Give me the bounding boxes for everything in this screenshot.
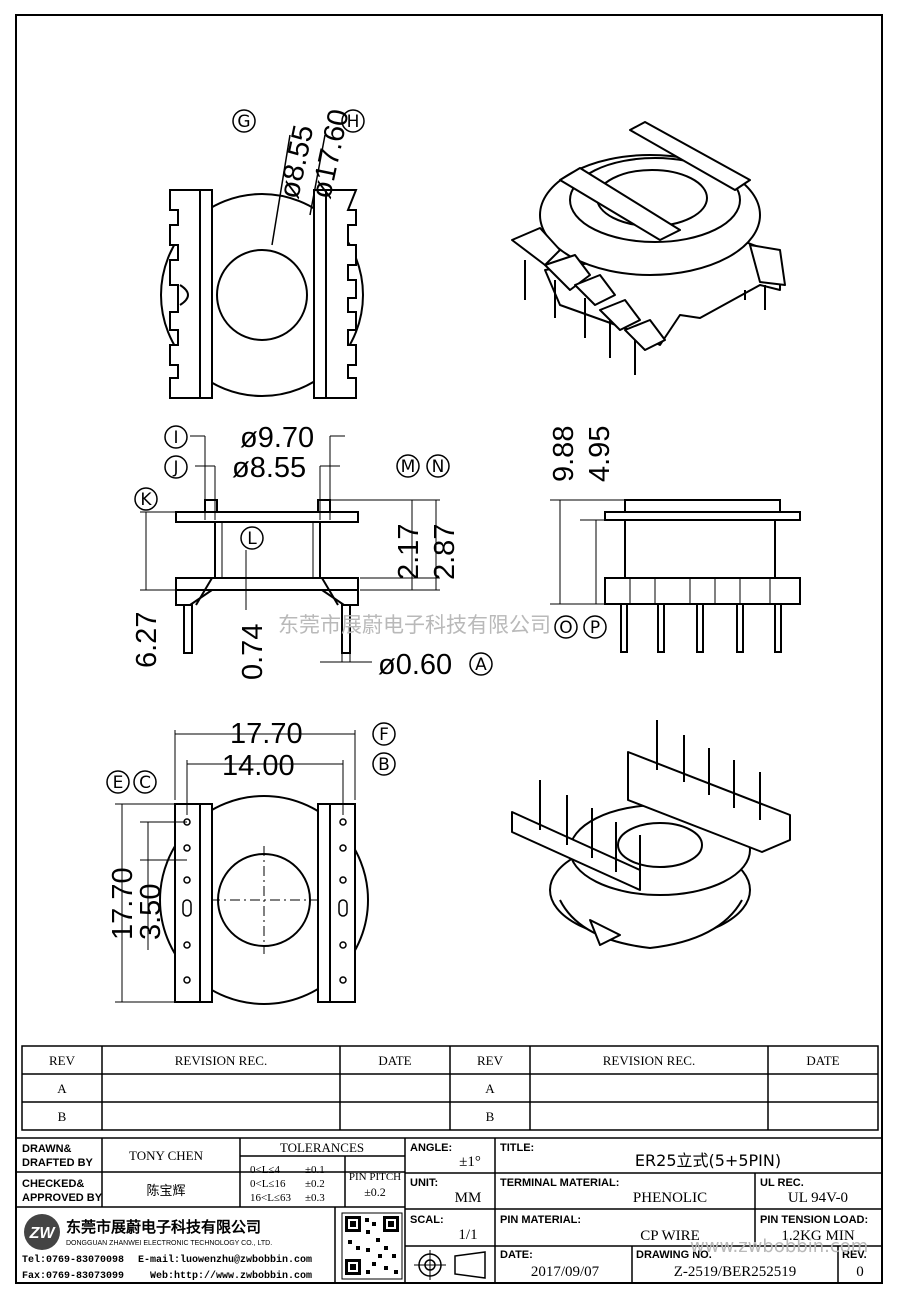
tol-range-2: 0<L≤16 bbox=[250, 1178, 286, 1190]
rev-header-2: REV bbox=[477, 1053, 504, 1068]
terminal-material-value: PHENOLIC bbox=[633, 1190, 707, 1206]
rev-label: REV. bbox=[842, 1249, 867, 1261]
angle-value: ±1° bbox=[459, 1154, 481, 1170]
unit-value: MM bbox=[455, 1190, 482, 1206]
marker-g: G bbox=[237, 112, 250, 132]
fax-line: Fax:0769-83073099 bbox=[22, 1271, 124, 1282]
rev-row-a-right: A bbox=[485, 1081, 495, 1096]
revrec-header-2: REVISION REC. bbox=[603, 1053, 695, 1068]
watermark-url: www.zwbobbin.com bbox=[690, 1236, 868, 1257]
front-view bbox=[550, 499, 801, 653]
web-line: Web:http://www.zwbobbin.com bbox=[150, 1270, 312, 1282]
dim-d060: ø0.60 bbox=[378, 649, 452, 681]
tol-range-3: 16<L≤63 bbox=[250, 1192, 291, 1204]
scale-value: 1/1 bbox=[458, 1227, 477, 1243]
pin-material-label: PIN MATERIAL: bbox=[500, 1214, 581, 1226]
projection-symbol bbox=[414, 1250, 486, 1280]
dim-d350: 3.50 bbox=[135, 884, 167, 940]
marker-c: C bbox=[139, 773, 151, 793]
rev-row-a-left: A bbox=[57, 1081, 67, 1096]
pin-tension-label: PIN TENSION LOAD: bbox=[760, 1214, 868, 1226]
tol-value-2: ±0.2 bbox=[305, 1178, 325, 1190]
watermark-company: 东莞市展蔚电子科技有限公司 bbox=[278, 613, 551, 637]
dim-d627: 6.27 bbox=[131, 612, 163, 668]
marker-m: M bbox=[401, 457, 416, 477]
angle-label: ANGLE: bbox=[410, 1142, 452, 1154]
ul-value: UL 94V-0 bbox=[788, 1190, 848, 1206]
dim-d970: ø9.70 bbox=[240, 422, 314, 454]
dim-d1770h: 17.70 bbox=[107, 867, 139, 940]
checked-label-line2: APPROVED BY bbox=[22, 1192, 103, 1204]
date-header-2: DATE bbox=[806, 1053, 839, 1068]
pin-material-value: CP WIRE bbox=[640, 1228, 700, 1244]
title-block-grid bbox=[15, 1137, 883, 1284]
dim-d217: 2.17 bbox=[393, 524, 425, 580]
marker-k: K bbox=[140, 490, 152, 510]
scale-label: SCAL: bbox=[410, 1214, 444, 1226]
pin-pitch-value: ±0.2 bbox=[364, 1185, 386, 1199]
company-name-cn: 东莞市展蔚电子科技有限公司 bbox=[66, 1218, 261, 1236]
dim-d1770w: 17.70 bbox=[230, 718, 303, 750]
marker-i: I bbox=[173, 428, 178, 448]
drawn-label-line2: DRAFTED BY bbox=[22, 1157, 94, 1169]
date-label: DATE: bbox=[500, 1249, 533, 1261]
marker-a: A bbox=[475, 655, 487, 675]
dim-d988: 9.88 bbox=[548, 426, 580, 482]
rev-row-b-right: B bbox=[486, 1109, 495, 1124]
dim-d1400: 14.00 bbox=[222, 750, 295, 782]
drawing-no-value: Z-2519/BER252519 bbox=[674, 1264, 797, 1280]
tol-range-1: 0<L≤4 bbox=[250, 1164, 280, 1176]
title-label: TITLE: bbox=[500, 1142, 534, 1154]
bottom-view bbox=[115, 730, 369, 1005]
marker-h: H bbox=[347, 112, 360, 132]
company-name-en: DONGGUAN ZHANWEI ELECTRONIC TECHNOLOGY C… bbox=[66, 1240, 272, 1247]
tol-value-3: ±0.3 bbox=[305, 1192, 325, 1204]
marker-b: B bbox=[378, 755, 390, 775]
marker-e: E bbox=[113, 773, 124, 793]
isometric-view-bottom bbox=[511, 720, 791, 949]
tol-value-1: ±0.1 bbox=[305, 1164, 325, 1176]
rev-header-1: REV bbox=[49, 1053, 76, 1068]
dim-d287: 2.87 bbox=[429, 524, 461, 580]
marker-j: J bbox=[172, 458, 178, 478]
marker-f: F bbox=[379, 725, 389, 745]
marker-n: N bbox=[432, 457, 445, 477]
dim-d074: 0.74 bbox=[237, 624, 269, 680]
pin-tension-value: 1.2KG MIN bbox=[781, 1228, 854, 1244]
rev-row-b-left: B bbox=[58, 1109, 67, 1124]
dim-d855b: ø8.55 bbox=[232, 452, 306, 484]
terminal-material-label: TERMINAL MATERIAL: bbox=[500, 1177, 619, 1189]
qr-code bbox=[341, 1212, 403, 1280]
ul-label: UL REC. bbox=[760, 1177, 804, 1189]
tel-line: Tel:0769-83070098 bbox=[22, 1254, 124, 1266]
date-header-1: DATE bbox=[378, 1053, 411, 1068]
marker-o: O bbox=[559, 618, 572, 638]
title-value: ER25立式(5+5PIN) bbox=[635, 1151, 781, 1170]
marker-p: P bbox=[590, 618, 600, 638]
pin-pitch-label: PIN PITCH bbox=[349, 1171, 401, 1183]
drawn-value: TONY CHEN bbox=[129, 1148, 204, 1163]
drawing-no-label: DRAWING NO. bbox=[636, 1249, 712, 1261]
checked-value: 陈宝辉 bbox=[146, 1183, 185, 1198]
company-logo: ZW bbox=[24, 1214, 60, 1250]
top-view bbox=[160, 134, 364, 399]
svg-text:ZW: ZW bbox=[29, 1225, 57, 1242]
dim-d495: 4.95 bbox=[584, 426, 616, 482]
date-value: 2017/09/07 bbox=[531, 1264, 600, 1280]
rev-value: 0 bbox=[856, 1264, 864, 1280]
revrec-header-1: REVISION REC. bbox=[175, 1053, 267, 1068]
unit-label: UNIT: bbox=[410, 1177, 438, 1189]
side-view bbox=[140, 435, 440, 663]
revision-table bbox=[21, 1045, 879, 1131]
drawn-label-line1: DRAWN& bbox=[22, 1143, 72, 1155]
marker-l: L bbox=[247, 529, 257, 549]
isometric-view-top bbox=[511, 121, 786, 375]
email-line: E-mail:luowenzhu@zwbobbin.com bbox=[138, 1254, 312, 1266]
tolerances-label: TOLERANCES bbox=[280, 1140, 364, 1155]
checked-label-line1: CHECKED& bbox=[22, 1178, 84, 1190]
